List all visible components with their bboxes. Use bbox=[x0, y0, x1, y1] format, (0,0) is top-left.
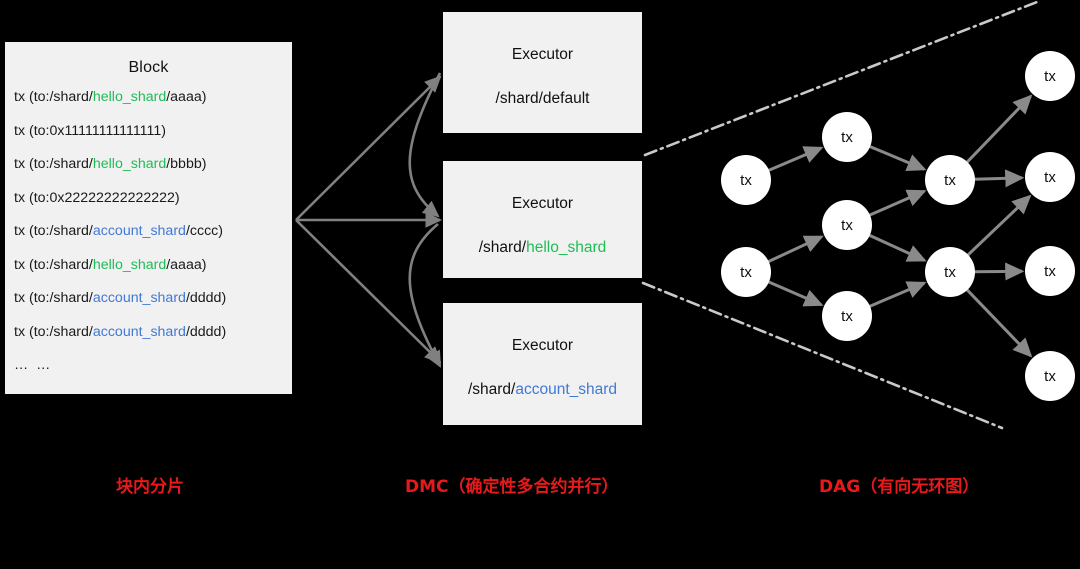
dag-tx-node: tx bbox=[925, 155, 975, 205]
executor-path-shard: account_shard bbox=[515, 381, 618, 398]
expansion-guide-bottom bbox=[641, 281, 1004, 430]
executor-box-account-shard: Executor /shard/account_shard bbox=[443, 303, 642, 425]
dag-edge-layer bbox=[767, 94, 1033, 358]
tx-prefix: tx (to:/shard/ bbox=[14, 223, 93, 239]
executor-path-shard: hello_shard bbox=[526, 239, 607, 256]
executor-title: Executor bbox=[511, 46, 574, 63]
dag-edge bbox=[973, 169, 1025, 188]
dag-edge bbox=[868, 144, 927, 172]
tx-shard-name: hello_shard bbox=[92, 89, 167, 105]
transaction-line: tx (to:/shard/hello_shard/bbbb) bbox=[14, 148, 292, 182]
tx-prefix: tx (to:/shard/ bbox=[14, 156, 93, 172]
dag-tx-node: tx bbox=[1025, 51, 1075, 101]
tx-shard-name: hello_shard bbox=[92, 256, 167, 273]
transaction-line: tx (to:/shard/hello_shard/aaaa) bbox=[14, 81, 292, 115]
dag-edge bbox=[767, 146, 824, 172]
executor-path-prefix: /shard/ bbox=[478, 239, 527, 256]
dag-tx-node: tx bbox=[721, 155, 771, 205]
dag-edge bbox=[767, 280, 824, 307]
tx-shard-name: hello_shard bbox=[92, 156, 167, 172]
tx-prefix: … … bbox=[14, 357, 53, 373]
transaction-list: tx (to:/shard/hello_shard/aaaa)tx (to:0x… bbox=[5, 81, 292, 383]
tx-suffix: /aaaa) bbox=[166, 256, 207, 273]
executor-path-prefix: /shard/ bbox=[467, 381, 516, 398]
tx-suffix: /aaaa) bbox=[166, 89, 207, 105]
dag-tx-node: tx bbox=[1025, 246, 1075, 296]
block-to-executor-arrows bbox=[295, 72, 443, 368]
transaction-line: tx (to:/shard/account_shard/dddd) bbox=[14, 282, 292, 316]
dag-edge bbox=[767, 235, 824, 264]
tx-prefix: tx (to:0x11111111111111) bbox=[14, 122, 166, 139]
executor-title: Executor bbox=[511, 337, 574, 354]
executor-box-default: Executor /shard/default bbox=[443, 12, 642, 133]
tx-suffix: /dddd) bbox=[185, 290, 227, 306]
dag-edge bbox=[868, 189, 927, 217]
dag-tx-node: tx bbox=[822, 200, 872, 250]
executor-path: /shard/default bbox=[443, 90, 642, 108]
executor-path: /shard/account_shard bbox=[443, 381, 642, 399]
transaction-line: tx (to:/shard/hello_shard/aaaa) bbox=[14, 249, 292, 283]
dag-edge bbox=[965, 288, 1033, 358]
dag-edge bbox=[868, 281, 927, 308]
caption-dmc: DMC（确定性多合约并行） bbox=[405, 477, 619, 497]
transaction-line: tx (to:0x22222222222222) bbox=[14, 182, 292, 216]
tx-suffix: /cccc) bbox=[185, 223, 223, 239]
dag-tx-node: tx bbox=[1025, 351, 1075, 401]
transaction-line: tx (to:0x11111111111111) bbox=[14, 115, 292, 149]
dag-edge bbox=[868, 233, 927, 262]
dag-tx-node: tx bbox=[1025, 152, 1075, 202]
tx-prefix: tx (to:/shard/ bbox=[14, 256, 93, 273]
tx-suffix: /bbbb) bbox=[166, 156, 207, 172]
tx-prefix: tx (to:0x22222222222222) bbox=[14, 189, 180, 206]
transaction-line: tx (to:/shard/account_shard/dddd) bbox=[14, 316, 292, 350]
tx-prefix: tx (to:/shard/ bbox=[14, 89, 93, 105]
tx-prefix: tx (to:/shard/ bbox=[14, 290, 93, 306]
tx-prefix: tx (to:/shard/ bbox=[14, 323, 93, 340]
executor-path: /shard/hello_shard bbox=[443, 239, 642, 257]
dag-tx-node: tx bbox=[721, 247, 771, 297]
executor-path-shard: default bbox=[542, 90, 590, 107]
executor-box-hello-shard: Executor /shard/hello_shard bbox=[443, 161, 642, 278]
tx-shard-name: account_shard bbox=[92, 223, 186, 239]
block-panel: Block tx (to:/shard/hello_shard/aaaa)tx … bbox=[5, 42, 292, 394]
dag-tx-node: tx bbox=[925, 247, 975, 297]
block-title: Block bbox=[128, 59, 169, 76]
dag-edge bbox=[966, 194, 1032, 257]
caption-dag: DAG（有向无环图） bbox=[819, 477, 980, 497]
transaction-line: tx (to:/shard/account_shard/cccc) bbox=[14, 215, 292, 249]
dag-tx-node: tx bbox=[822, 291, 872, 341]
dag-edge bbox=[965, 94, 1033, 164]
tx-suffix: /dddd) bbox=[185, 323, 227, 340]
dag-edge bbox=[973, 262, 1025, 281]
executor-path-prefix: /shard/ bbox=[495, 90, 543, 107]
caption-block-sharding: 块内分片 bbox=[116, 477, 184, 497]
transaction-line: … … bbox=[14, 349, 292, 383]
executor-title: Executor bbox=[511, 195, 574, 212]
tx-shard-name: account_shard bbox=[92, 323, 186, 340]
tx-shard-name: account_shard bbox=[92, 290, 186, 306]
dag-tx-node: tx bbox=[822, 112, 872, 162]
